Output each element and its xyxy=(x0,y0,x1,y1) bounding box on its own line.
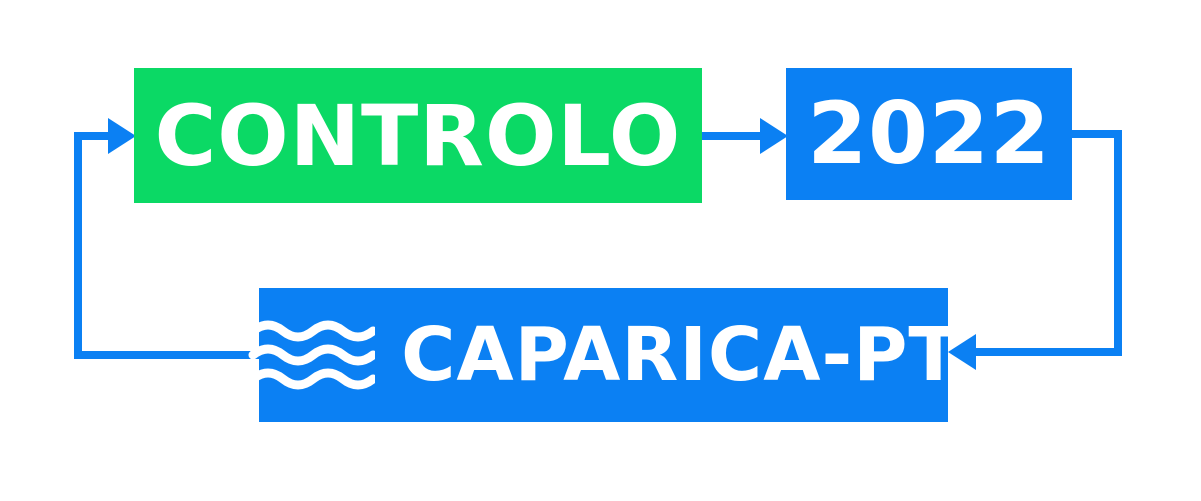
node-controlo: CONTROLO xyxy=(134,68,702,203)
node-controlo-label: CONTROLO xyxy=(154,86,682,185)
waves-icon xyxy=(248,320,376,390)
arrow-caparica-to-controlo-line xyxy=(74,132,259,359)
arrow-controlo-to-year-head xyxy=(760,118,788,154)
arrow-year-to-caparica xyxy=(948,130,1122,370)
node-year-label: 2022 xyxy=(807,84,1051,184)
arrow-controlo-to-year xyxy=(702,118,788,154)
node-caparica-label: CAPARICA-PT xyxy=(401,312,960,398)
arrow-year-to-caparica-head xyxy=(948,334,976,370)
arrow-caparica-to-controlo-head xyxy=(108,118,136,154)
node-caparica: CAPARICA-PT xyxy=(248,288,959,422)
arrow-year-to-caparica-line xyxy=(972,130,1122,356)
node-year: 2022 xyxy=(786,68,1072,200)
arrow-caparica-to-controlo xyxy=(74,118,259,359)
